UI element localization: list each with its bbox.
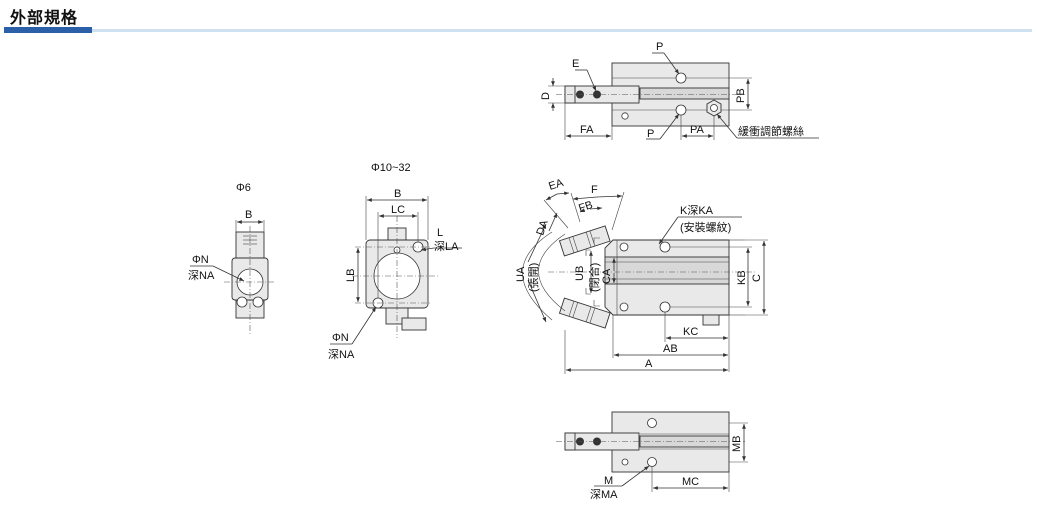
side-dim-FB: FB	[577, 199, 594, 215]
phi10-dim-B: B	[394, 188, 401, 200]
side-dim-K: K深KA	[680, 204, 714, 217]
title-accent-bar	[4, 27, 92, 33]
side-dim-UA-note: (張開)	[527, 263, 540, 292]
bottom-dim-MB: MB	[731, 436, 743, 453]
lower-finger	[558, 297, 611, 329]
bottom-mount-hole	[675, 104, 687, 116]
top-rod	[639, 87, 730, 100]
bottom-view: MB MC M 深MA	[556, 411, 748, 501]
dim-P-bottom: P	[647, 128, 654, 140]
side-dim-EA: EA	[547, 177, 565, 193]
phi6-end-view: Φ6 B ΦN 深NA	[188, 182, 276, 336]
phi10-end-view: Φ10~32 B LC LB L 深LA	[328, 162, 462, 361]
side-dim-CA: CA	[601, 268, 613, 284]
dim-P-top: P	[656, 41, 663, 53]
dim-E: E	[572, 58, 579, 70]
dim-PB: PB	[735, 88, 747, 103]
side-dim-C: C	[751, 274, 763, 282]
side-dim-UB-note: (閉合)	[587, 263, 601, 292]
phi6-dim-N: ΦN	[192, 254, 209, 266]
label-cushion-screw: 緩衝調節螺絲	[738, 124, 804, 138]
phi6-dim-NA: 深NA	[188, 269, 215, 282]
title-rule	[92, 29, 1032, 32]
phi10-dim-L: L	[437, 227, 443, 239]
section-header: 外部規格	[0, 0, 1037, 36]
side-dim-K-note: (安裝螺紋)	[680, 220, 731, 234]
side-rod	[604, 256, 730, 285]
side-dim-KC: KC	[683, 326, 698, 338]
side-dim-A: A	[645, 358, 653, 370]
side-view: UA (張開) UB (閉合) CA EA F FB DA K深KA (安裝螺紋…	[515, 177, 768, 374]
bottom-dim-MA: 深MA	[590, 488, 618, 501]
side-cushion-screw	[702, 314, 720, 326]
bottom-dim-MC: MC	[682, 476, 699, 488]
phi6-dim-B: B	[245, 209, 252, 221]
side-dim-F: F	[591, 184, 598, 196]
phi10-dim-LA: 深LA	[434, 240, 459, 253]
phi10-dim-N: ΦN	[332, 332, 349, 344]
phi10-dim-LC: LC	[391, 204, 405, 216]
side-dim-KB: KB	[736, 270, 748, 285]
side-dim-UA: UA	[515, 266, 527, 282]
top-view: D E P P FA PA PB 緩衝調節螺絲	[540, 41, 819, 140]
phi10-dim-LB: LB	[345, 269, 357, 282]
side-dim-AB: AB	[663, 343, 678, 355]
phi6-title: Φ6	[236, 182, 251, 194]
side-dim-UB: UB	[574, 266, 586, 281]
bottom-dim-M: M	[604, 475, 613, 487]
upper-finger	[558, 225, 611, 257]
dim-PA: PA	[690, 124, 705, 136]
section-title: 外部規格	[10, 8, 79, 27]
phi10-dim-NA: 深NA	[328, 348, 355, 361]
side-dim-DA: DA	[534, 218, 550, 237]
top-mount-hole	[675, 72, 687, 84]
dim-D: D	[540, 92, 552, 100]
dim-FA: FA	[580, 124, 594, 136]
phi10-title: Φ10~32	[371, 162, 411, 174]
